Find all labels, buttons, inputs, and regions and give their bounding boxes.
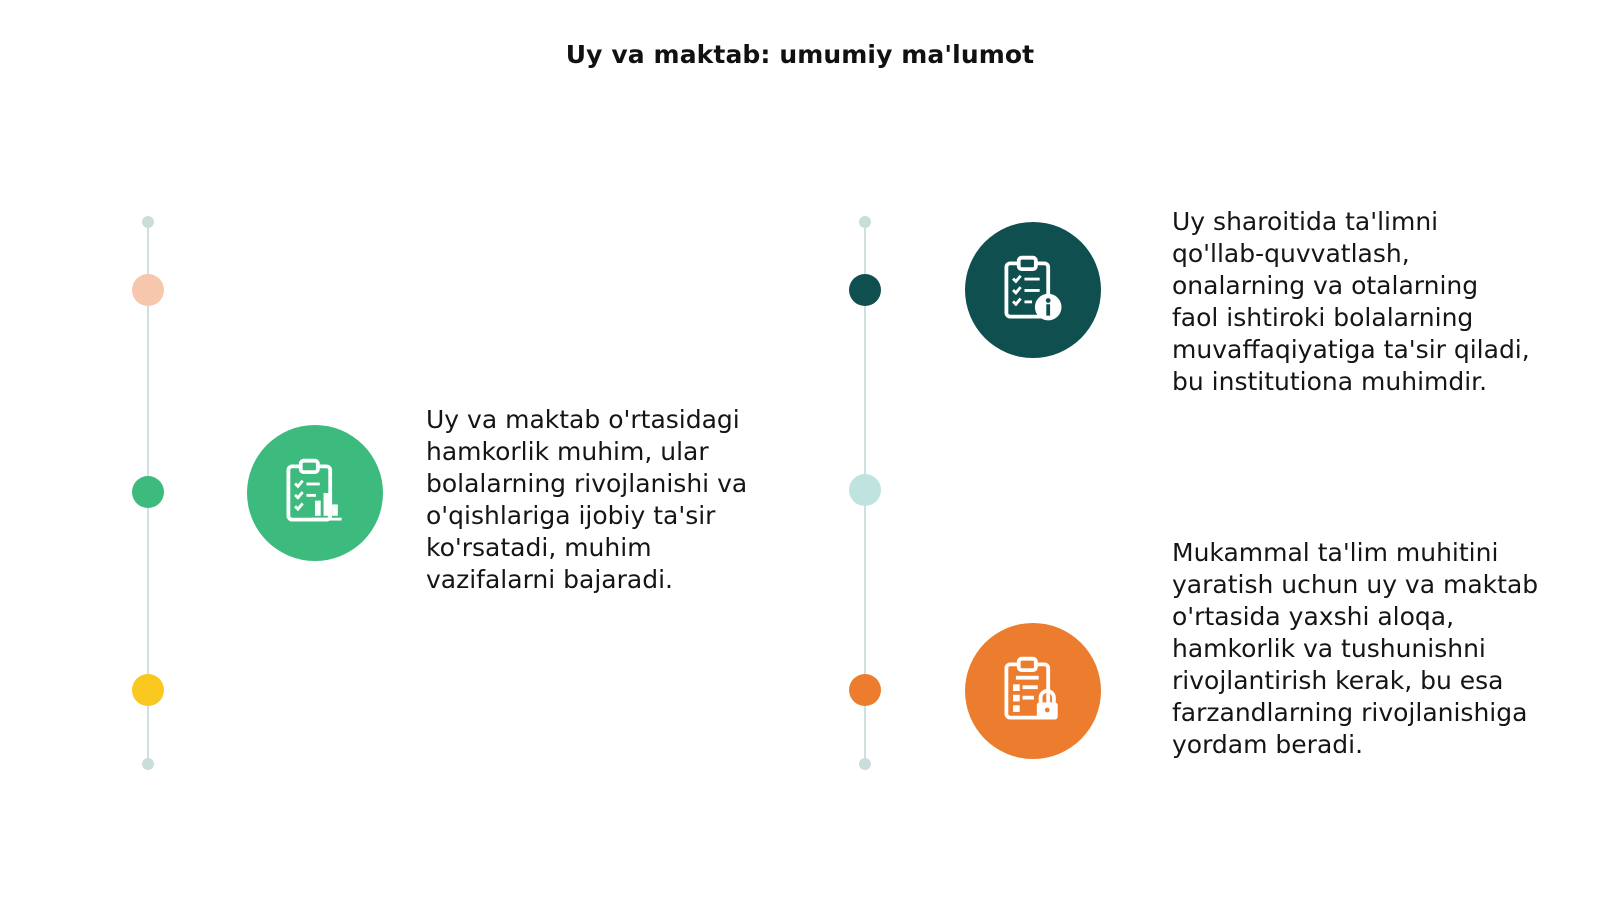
timeline-dot-teal-dark	[849, 274, 881, 306]
clipboard-lock-icon	[1004, 656, 1058, 720]
timeline-end-dot	[142, 758, 154, 770]
item-text-1: Uy va maktab o'rtasidagi hamkorlik muhim…	[426, 405, 748, 594]
item-text-3: Mukammal ta'lim muhitini yaratish uchun …	[1172, 538, 1539, 759]
item-text-2: Uy sharoitida ta'limni qo'llab-quvvatlas…	[1172, 207, 1530, 396]
timeline-dot-green	[132, 476, 164, 508]
timeline-end-dot	[142, 216, 154, 228]
timeline-dot-peach	[132, 274, 164, 306]
icon-circle-teal	[965, 222, 1101, 358]
clipboard-info-icon	[1004, 255, 1062, 321]
timeline-dot-teal-light	[849, 474, 881, 506]
timeline-dot-yellow	[132, 674, 164, 706]
timeline-end-dot	[859, 216, 871, 228]
icon-circle-green	[247, 425, 383, 561]
timeline-dot-orange	[849, 674, 881, 706]
page-title: Uy va maktab: umumiy ma'lumot	[565, 40, 1035, 69]
timeline-end-dot	[859, 758, 871, 770]
clipboard-chart-icon	[286, 458, 342, 522]
icon-circle-orange	[965, 623, 1101, 759]
